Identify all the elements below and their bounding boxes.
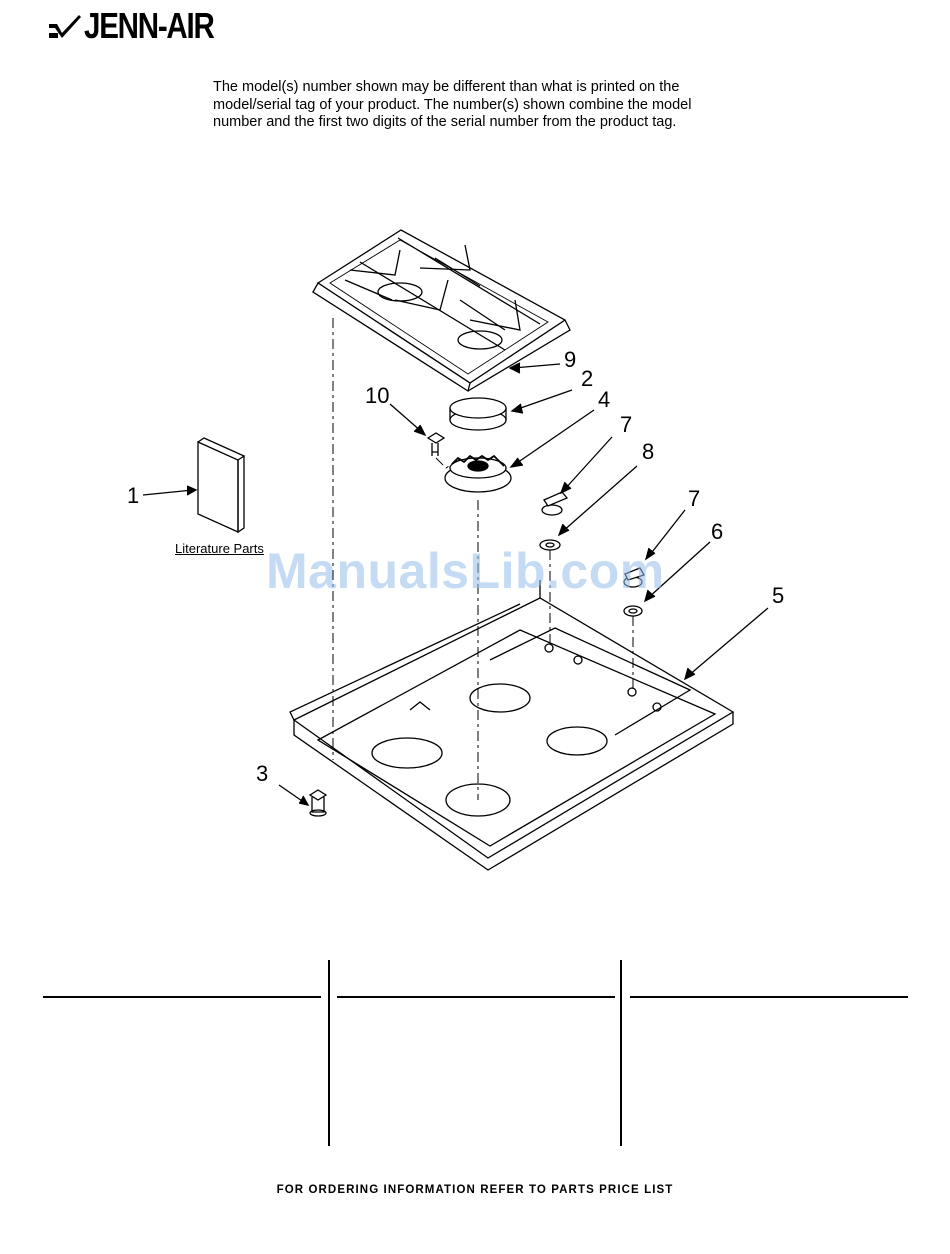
callout-2: 2 <box>581 366 594 391</box>
callout-leaders <box>142 362 769 806</box>
table-column-divider <box>328 960 330 1146</box>
notice-line: model/serial tag of your product. The nu… <box>213 96 692 113</box>
callout-4: 4 <box>598 387 611 412</box>
brand-name: JENN-AIR <box>84 5 215 46</box>
bezel-right <box>623 605 643 617</box>
callout-7-lower: 7 <box>688 486 701 511</box>
table-header-rule <box>337 996 615 998</box>
table-header-rule <box>630 996 908 998</box>
literature-parts-label: Literature Parts <box>175 541 264 556</box>
table-column-divider <box>620 960 622 1146</box>
knob-right <box>623 567 645 588</box>
bezel-upper <box>539 539 561 551</box>
notice-line: number and the first two digits of the s… <box>213 114 677 130</box>
electrode <box>426 432 446 456</box>
model-number-notice: The model(s) number shown may be differe… <box>213 79 773 132</box>
assembly-guide-lines <box>332 318 634 800</box>
callout-3: 3 <box>256 761 269 786</box>
callout-5: 5 <box>772 583 785 608</box>
knob-upper <box>541 491 569 516</box>
grate <box>312 229 571 393</box>
cooktop-main-top <box>289 580 735 871</box>
jenn-air-logo-icon <box>49 15 81 38</box>
screw <box>308 789 328 817</box>
notice-line: The model(s) number shown may be differe… <box>213 79 680 95</box>
callout-8: 8 <box>642 439 655 464</box>
callout-1: 1 <box>127 483 140 508</box>
callout-9: 9 <box>564 347 577 372</box>
exploded-parts-diagram <box>142 229 769 871</box>
ordering-info-footer: FOR ORDERING INFORMATION REFER TO PARTS … <box>276 1184 674 1196</box>
callout-6: 6 <box>711 519 724 544</box>
table-header-rule <box>43 996 321 998</box>
literature-parts <box>197 437 246 534</box>
callout-7-upper: 7 <box>620 412 633 437</box>
burner-cap <box>449 397 507 431</box>
watermark: ManualsLib.com <box>266 543 665 599</box>
brand-logo: JENN-AIR <box>48 6 242 46</box>
burner-base <box>444 454 512 493</box>
callout-10: 10 <box>365 383 390 408</box>
